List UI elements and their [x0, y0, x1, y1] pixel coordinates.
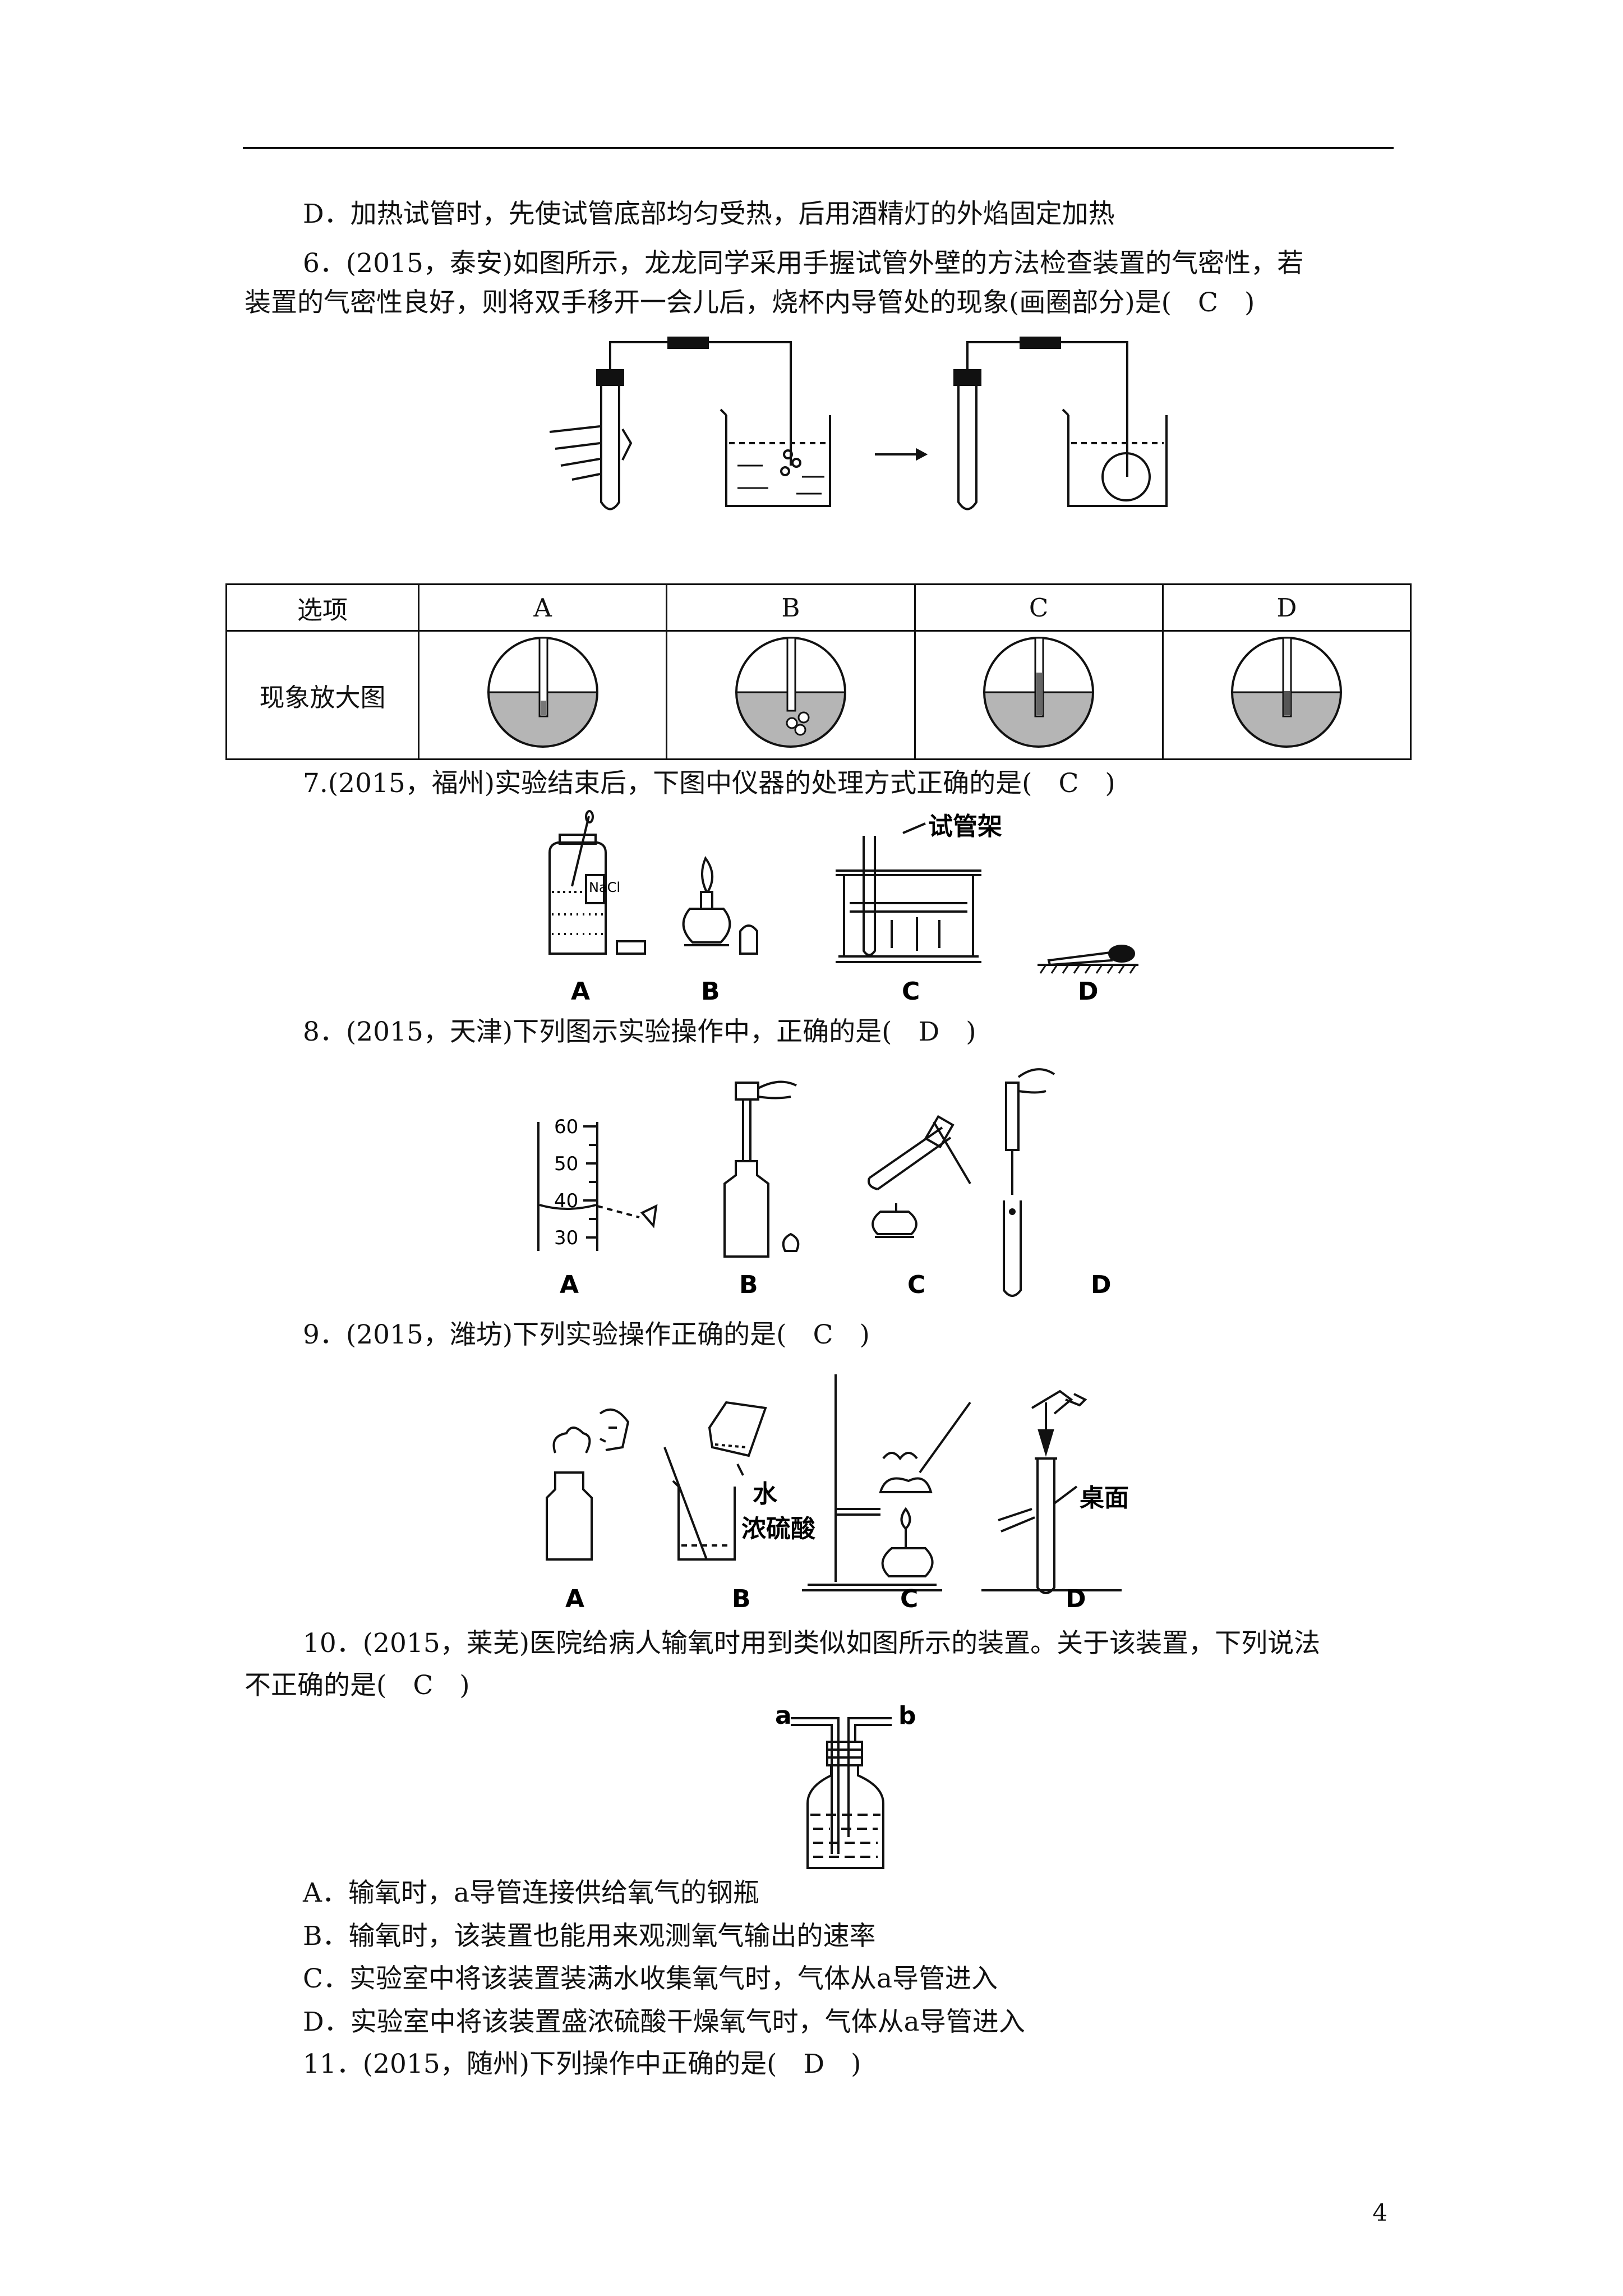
q8-label-d: D	[1091, 1271, 1112, 1299]
q9-label-c: C	[900, 1585, 918, 1613]
table-row-label: 现象放大图	[225, 630, 419, 760]
q7-label-b: B	[701, 977, 720, 1006]
q6-text-line2: 装置的气密性良好，则将双手移开一会儿后，烧杯内导管处的现象(画圈部分)是( C …	[245, 287, 1255, 318]
q8-figure: 60 50 40 30 A B C D	[537, 1068, 1112, 1299]
table-header-option-c: C	[914, 583, 1164, 632]
option-c-cell	[914, 630, 1164, 760]
option-b-circle-figure	[735, 636, 846, 748]
q10-option-a: A．输氧时，a导管连接供给氧气的钢瓶	[303, 1878, 759, 1908]
option-a-circle-figure	[487, 636, 598, 748]
q8-scale-30: 30	[554, 1227, 578, 1249]
q8-text: 8．(2015，天津)下列图示实验操作中，正确的是( D )	[303, 1016, 976, 1047]
q9-water-label: 水	[753, 1480, 778, 1508]
q7-figure: NaCl 试管架 A B C D	[548, 810, 1138, 1006]
q10-text-line1: 10．(2015，莱芜)医院给病人输氧时用到类似如图所示的装置。关于该装置，下列…	[303, 1628, 1321, 1659]
q9-acid-label: 浓硫酸	[741, 1515, 816, 1543]
q10-option-b: B．输氧时，该装置也能用来观测氧气输出的速率	[303, 1921, 876, 1952]
table-header-option-a: A	[417, 583, 668, 632]
q10-label-b: b	[898, 1701, 916, 1730]
q6-apparatus-figure	[549, 337, 1168, 510]
q9-figure: 水 浓硫酸 桌面 A B C D	[546, 1374, 1129, 1613]
q8-scale-40: 40	[554, 1190, 578, 1212]
q6-text-line1: 6．(2015，泰安)如图所示，龙龙同学采用手握试管外壁的方法检查装置的气密性，…	[303, 248, 1304, 279]
q10-label-a: a	[775, 1701, 792, 1730]
q10-option-d: D．实验室中将该装置盛浓硫酸干燥氧气时，气体从a导管进入	[303, 2007, 1025, 2037]
q7-label-a: A	[571, 977, 590, 1006]
q8-label-c: C	[907, 1271, 925, 1299]
q9-label-d: D	[1066, 1585, 1086, 1613]
q8-scale-60: 60	[554, 1116, 578, 1138]
q8-label-a: A	[560, 1271, 579, 1299]
q5-option-d: D．加热试管时，先使试管底部均匀受热，后用酒精灯的外焰固定加热	[303, 199, 1115, 229]
table-header-option-b: B	[666, 583, 916, 632]
q9-label-b: B	[732, 1585, 751, 1613]
table-header-option-d: D	[1161, 583, 1412, 632]
option-d-circle-figure	[1231, 636, 1343, 748]
option-b-cell	[666, 630, 916, 760]
page-number: 4	[1372, 2199, 1387, 2226]
q7-text: 7.(2015，福州)实验结束后，下图中仪器的处理方式正确的是( C )	[303, 768, 1115, 799]
q7-label-c: C	[902, 977, 920, 1006]
q10-gas-bottle-figure: a b	[775, 1701, 916, 1869]
q9-label-a: A	[565, 1585, 584, 1613]
q7-bottle-label: NaCl	[589, 880, 620, 895]
option-c-circle-figure	[983, 636, 1095, 748]
q8-label-b: B	[739, 1271, 758, 1299]
q8-scale-50: 50	[554, 1153, 578, 1175]
options-table: 选项 A B C D 现象放大图	[225, 583, 1412, 760]
option-d-cell	[1161, 630, 1412, 760]
header-rule	[243, 147, 1394, 149]
q7-label-d: D	[1078, 977, 1099, 1006]
option-a-cell	[417, 630, 668, 760]
q7-rack-label: 试管架	[928, 812, 1002, 841]
table-header-label: 选项	[225, 583, 419, 632]
q9-text: 9．(2015，潍坊)下列实验操作正确的是( C )	[303, 1319, 870, 1350]
q10-option-c: C．实验室中将该装置装满水收集氧气时，气体从a导管进入	[303, 1963, 998, 1994]
q9-desk-label: 桌面	[1080, 1484, 1129, 1512]
q10-text-line2: 不正确的是( C )	[245, 1670, 470, 1701]
q11-text: 11．(2015，随州)下列操作中正确的是( D )	[303, 2049, 861, 2079]
